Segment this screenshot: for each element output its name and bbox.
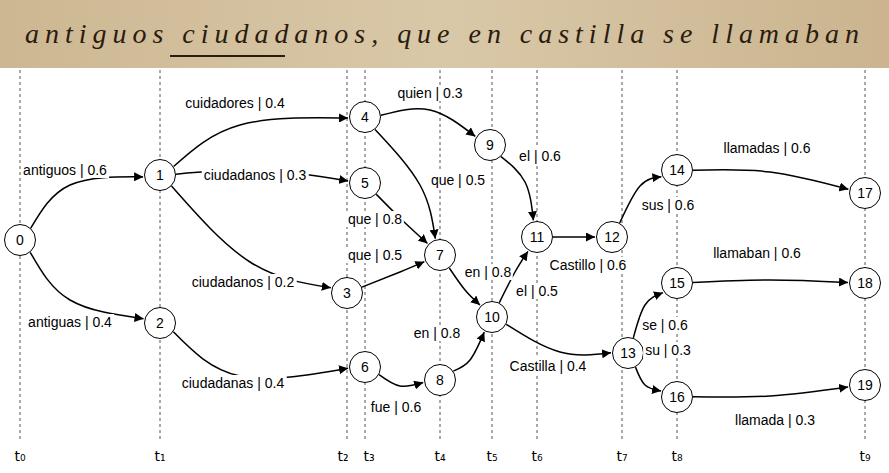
edge-label: se | 0.6 <box>640 317 690 333</box>
transition-arrow <box>379 375 423 387</box>
state-number: 16 <box>669 389 685 405</box>
state-circle: 13 <box>612 337 644 369</box>
edge-label: en | 0.8 <box>412 325 462 341</box>
edge-label: que | 0.5 <box>346 247 404 263</box>
state-number: 5 <box>361 175 369 191</box>
state-number: 17 <box>857 185 873 201</box>
state-circle: 7 <box>424 239 456 271</box>
edge-label: Castillo | 0.6 <box>548 257 629 273</box>
state-circle: 11 <box>521 221 553 253</box>
transition-arrow <box>31 177 143 228</box>
state-circle: 2 <box>144 307 176 339</box>
state-number: 7 <box>436 247 444 263</box>
transition-arrow <box>362 262 424 287</box>
edge-label: en | 0.8 <box>463 264 513 280</box>
state-circle: 17 <box>849 177 881 209</box>
transition-arrow <box>506 324 611 355</box>
state-number: 10 <box>484 309 500 325</box>
state-circle: 1 <box>144 159 176 191</box>
transition-arrow <box>693 280 848 282</box>
time-label: t₀ <box>14 448 25 464</box>
state-number: 8 <box>436 372 444 388</box>
transition-arrow <box>553 236 595 238</box>
state-circle: 12 <box>596 221 628 253</box>
time-label: t₄ <box>434 448 445 464</box>
transition-arrow <box>636 367 662 391</box>
state-circle: 4 <box>349 101 381 133</box>
state-number: 15 <box>669 275 685 291</box>
time-label: t₅ <box>486 448 497 464</box>
transition-arrow <box>30 252 143 318</box>
edge-label: ciudadanos | 0.2 <box>190 274 297 290</box>
edge-label: su | 0.3 <box>643 342 693 358</box>
state-circle: 16 <box>661 381 693 413</box>
transition-arrow <box>693 170 848 190</box>
time-label: t₁ <box>154 448 165 464</box>
time-label: t₃ <box>363 448 374 464</box>
state-circle: 6 <box>349 351 381 383</box>
transition-arrow <box>381 109 475 137</box>
state-number: 14 <box>669 162 685 178</box>
edge-label: que | 0.5 <box>429 172 487 188</box>
time-label: t₂ <box>337 448 348 464</box>
time-label: t₉ <box>859 448 870 464</box>
edge-label: el | 0.6 <box>517 148 563 164</box>
time-label: t₈ <box>671 448 682 464</box>
transition-arrow <box>173 332 348 378</box>
state-circle: 3 <box>331 277 363 309</box>
state-number: 4 <box>361 109 369 125</box>
time-lines <box>20 70 865 440</box>
state-circle: 9 <box>474 129 506 161</box>
edge-label: llamada | 0.3 <box>733 412 817 428</box>
state-circle: 8 <box>424 364 456 396</box>
state-number: 2 <box>156 315 164 331</box>
state-circle: 18 <box>849 267 881 299</box>
edge-label: Castilla | 0.4 <box>508 358 589 374</box>
state-number: 6 <box>361 359 369 375</box>
edge-label: llamaban | 0.6 <box>711 245 803 261</box>
state-circle: 14 <box>661 154 693 186</box>
edge-label: que | 0.8 <box>346 211 404 227</box>
edge-label: cuidadores | 0.4 <box>183 95 286 111</box>
state-number: 3 <box>343 285 351 301</box>
state-number: 0 <box>16 232 24 248</box>
transition-arrow <box>172 186 331 288</box>
transition-arrow <box>501 157 533 221</box>
state-number: 13 <box>620 345 636 361</box>
state-circle: 0 <box>4 224 36 256</box>
manuscript-underline <box>170 55 285 57</box>
state-number: 9 <box>486 137 494 153</box>
edge-label: quien | 0.3 <box>395 85 464 101</box>
edge-label: ciudadanos | 0.3 <box>202 167 309 183</box>
time-label: t₇ <box>616 448 627 464</box>
state-circle: 15 <box>661 267 693 299</box>
state-circle: 10 <box>476 301 508 333</box>
state-number: 1 <box>156 167 164 183</box>
edge-label: llamadas | 0.6 <box>722 140 813 156</box>
edge-label: sus | 0.6 <box>640 197 697 213</box>
edge-label: fue | 0.6 <box>369 399 423 415</box>
state-circle: 5 <box>349 167 381 199</box>
time-label: t₆ <box>531 448 542 464</box>
edge-label: el | 0.5 <box>514 283 560 299</box>
transition-arrow <box>693 387 848 397</box>
edge-label: antiguos | 0.6 <box>21 162 109 178</box>
edge-label: ciudadanas | 0.4 <box>180 375 287 391</box>
state-number: 11 <box>530 229 545 245</box>
transition-arrow <box>174 118 348 167</box>
state-number: 12 <box>604 229 620 245</box>
manuscript-band <box>0 0 889 68</box>
state-number: 19 <box>857 377 873 393</box>
state-circle: 19 <box>849 369 881 401</box>
state-number: 18 <box>857 275 873 291</box>
edge-label: antiguas | 0.4 <box>26 314 114 330</box>
manuscript-text: antiguos ciudadanos, que en castilla se … <box>25 18 865 50</box>
